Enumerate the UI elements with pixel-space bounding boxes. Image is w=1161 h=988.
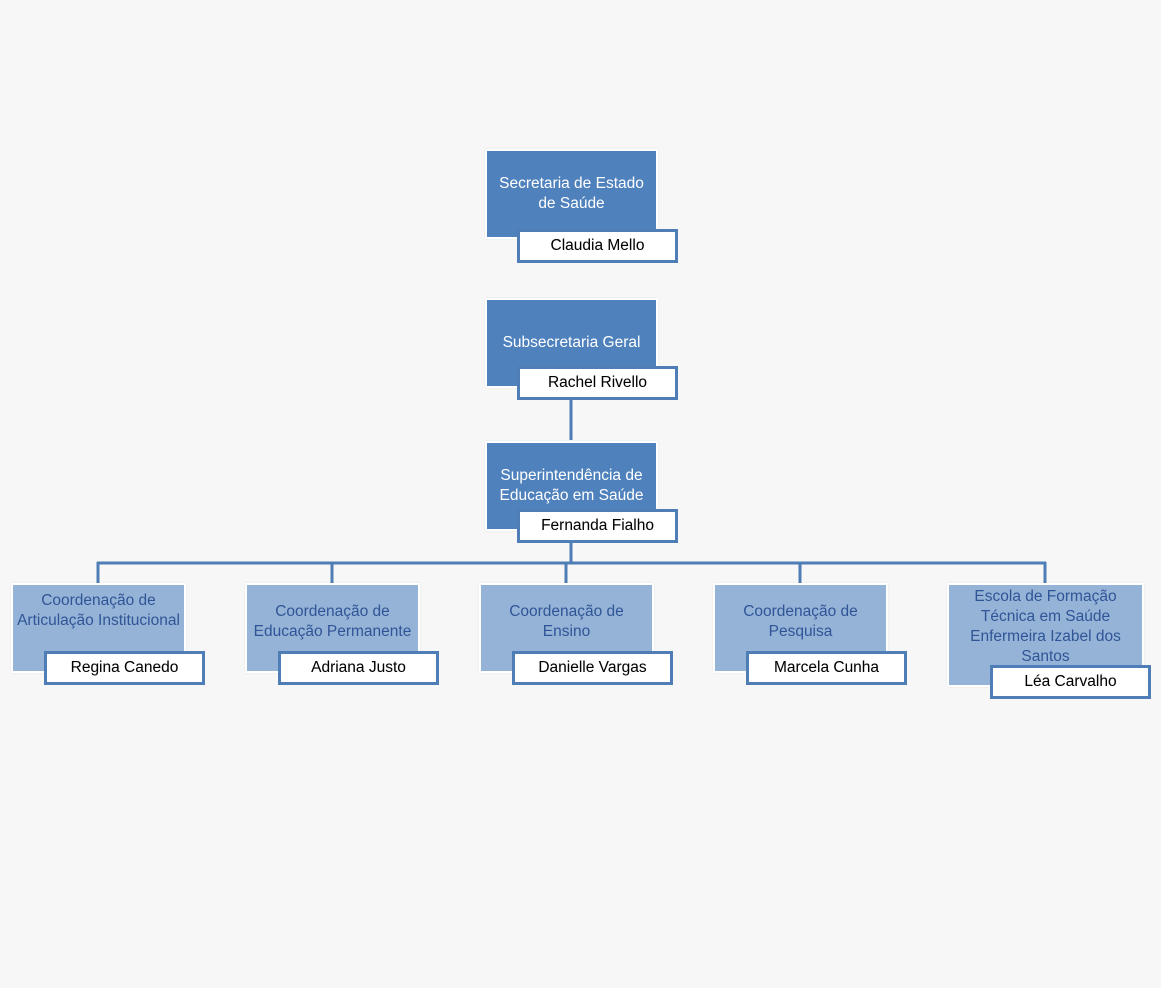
- node-escola-person: Léa Carvalho: [990, 665, 1151, 699]
- node-articulacao-person: Regina Canedo: [44, 651, 205, 685]
- node-secretaria-person: Claudia Mello: [517, 229, 678, 263]
- node-educacao-permanente-title: Coordenação de Educação Permanente: [253, 603, 412, 640]
- node-articulacao-title: Coordenação de Articulação Institucional: [17, 592, 180, 629]
- node-ensino-person: Danielle Vargas: [512, 651, 673, 685]
- node-ensino-title: Coordenação de Ensino: [509, 603, 624, 640]
- node-subsecretaria-title: Subsecretaria Geral: [502, 334, 641, 351]
- node-secretaria-title: Secretaria de Estado de Saúde: [499, 175, 644, 212]
- node-pesquisa-person: Marcela Cunha: [746, 651, 907, 685]
- node-superintendencia-person: Fernanda Fialho: [517, 509, 678, 543]
- node-secretaria: Secretaria de Estado de Saúde: [485, 149, 658, 239]
- node-superintendencia-title: Superintendência de Educação em Saúde: [499, 467, 644, 504]
- node-educacao-permanente-person: Adriana Justo: [278, 651, 439, 685]
- node-subsecretaria-person: Rachel Rivello: [517, 366, 678, 400]
- node-escola-title: Escola de Formação Técnica em Saúde Enfe…: [970, 588, 1121, 665]
- node-pesquisa-title: Coordenação de Pesquisa: [743, 603, 858, 640]
